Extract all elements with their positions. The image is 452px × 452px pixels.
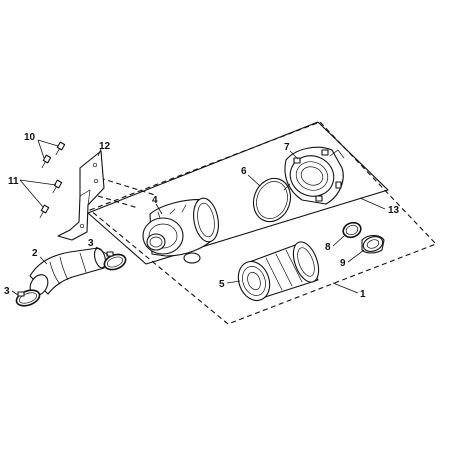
callout-11: 11 — [8, 176, 19, 187]
leader-12 — [97, 148, 102, 157]
leader-8 — [332, 235, 345, 247]
callout-13: 13 — [388, 205, 400, 216]
callout-10: 10 — [24, 132, 36, 143]
callout-7: 7 — [284, 142, 290, 153]
bolts-11 — [39, 179, 63, 219]
callout-12: 12 — [99, 141, 111, 152]
leader-4 — [155, 203, 163, 215]
leader-10 — [37, 139, 59, 147]
filter-element-5 — [237, 241, 320, 302]
callout-8: 8 — [325, 242, 331, 253]
bracket-12 — [57, 150, 105, 241]
callout-3-lower: 3 — [4, 286, 10, 297]
bolts-10 — [41, 141, 66, 169]
callout-3-upper: 3 — [88, 238, 94, 249]
callout-1: 1 — [360, 289, 366, 300]
callout-4: 4 — [152, 195, 158, 206]
callout-5: 5 — [219, 279, 225, 290]
end-cover-7 — [283, 146, 345, 205]
hose-clamp-3-lower — [15, 289, 41, 307]
leader-2 — [39, 256, 48, 265]
leader-10b — [37, 139, 45, 159]
leader-1 — [332, 282, 359, 294]
intake-hose-2 — [29, 247, 107, 296]
leader-3b — [11, 290, 19, 296]
gasket-6 — [252, 177, 292, 223]
clamp-8 — [342, 221, 362, 239]
callout-9: 9 — [340, 258, 346, 269]
mounting-plate-13 — [87, 121, 389, 265]
leader-13 — [359, 197, 386, 210]
leader-3a — [95, 246, 109, 256]
leader-11b — [19, 179, 44, 208]
hose-clamp-3-upper — [103, 251, 127, 271]
leader-6 — [247, 174, 261, 187]
guide-line-bolt11 — [97, 195, 139, 209]
leader-9 — [347, 249, 365, 263]
guide-line-bolt10 — [99, 177, 156, 196]
air-cleaner-housing-4 — [142, 197, 219, 264]
callout-2: 2 — [32, 248, 38, 259]
valve-9 — [361, 234, 385, 254]
leader-11 — [19, 179, 57, 186]
leader-5 — [226, 280, 241, 284]
callout-6: 6 — [241, 166, 247, 177]
leader-7 — [289, 150, 299, 160]
